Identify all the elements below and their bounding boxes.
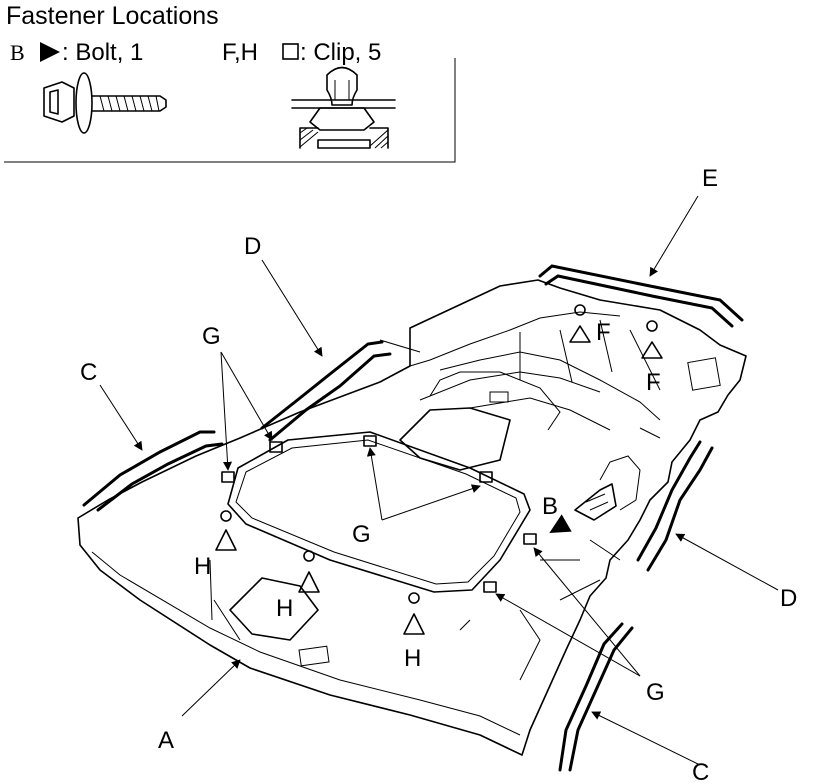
leader-c-right [591,711,701,766]
leader-g [533,547,641,677]
trim-c-right-outer [568,626,634,772]
clip-squares [221,435,537,593]
fastener-legend: Fastener Locations B : Bolt, 1 F,H : Cli… [4,2,456,163]
clip-g-marker [523,533,537,545]
callout-g-1: G [202,323,221,350]
leader-lines [99,195,779,766]
leader-c-left [99,384,143,451]
square-marker-icon [282,43,299,60]
headliner-outline [77,279,747,756]
trim-d-left-outer [260,340,384,430]
callout-g-3: G [646,679,665,706]
clip-code: F,H [222,39,258,66]
clip-h-marker [215,510,237,551]
trim-e-outer [538,264,744,322]
clip-g-marker [479,471,493,483]
callout-labels: A B C C D D E F F G G G H H H [80,165,797,784]
triangle-marker-icon [40,42,60,62]
clip-g-marker [269,441,283,453]
leader-e [649,195,699,277]
callout-d-right: D [780,585,797,612]
trim-e-inner [544,274,734,328]
callout-f-2: F [646,369,661,396]
callout-a: A [158,727,174,754]
clip-h-marker [298,550,320,593]
callout-d-left: D [244,233,261,260]
leader-g [220,351,233,471]
leader-g [495,593,641,677]
trim-c-right-inner [558,622,624,772]
leader-g [366,447,383,521]
clip-g-marker [483,581,497,593]
callout-e: E [702,165,718,192]
sunroof-opening [227,431,531,593]
legend-border [4,58,456,163]
bolt-code: B [10,40,25,65]
clip-g-marker [221,471,235,483]
leader-d-left [261,259,323,357]
callout-g-2: G [352,521,371,548]
headliner-panel [77,279,747,756]
trim-c-left-outer [82,430,216,507]
bolt-illustration [43,72,167,134]
leader-d-right [675,533,779,591]
clip-legend-text: : Clip, 5 [300,39,381,66]
leader-g [220,351,273,441]
bolt-legend-text: : Bolt, 1 [62,39,143,66]
callout-h-2: H [276,595,293,622]
trim-strips [82,264,744,772]
clip-f-marker [569,304,591,343]
callout-f-1: F [596,319,611,346]
trim-d-left-inner [268,352,392,442]
leader-a [181,659,241,717]
callout-c-right: C [692,759,709,784]
callout-h-1: H [194,553,211,580]
trim-c-left-inner [96,442,224,512]
clip-illustration [291,66,396,149]
trim-d-right-inner [636,440,702,562]
callout-b: B [542,493,558,520]
clip-g-marker [363,435,377,447]
clip-fh-markers [215,304,663,635]
leader-g [381,484,481,521]
bolt-b-marker [549,514,572,533]
legend-title: Fastener Locations [6,2,219,30]
clip-h-marker [403,592,425,635]
callout-h-3: H [404,645,421,672]
callout-c-left: C [80,359,97,386]
trim-d-right-outer [646,446,714,572]
clip-f-marker [641,320,663,359]
